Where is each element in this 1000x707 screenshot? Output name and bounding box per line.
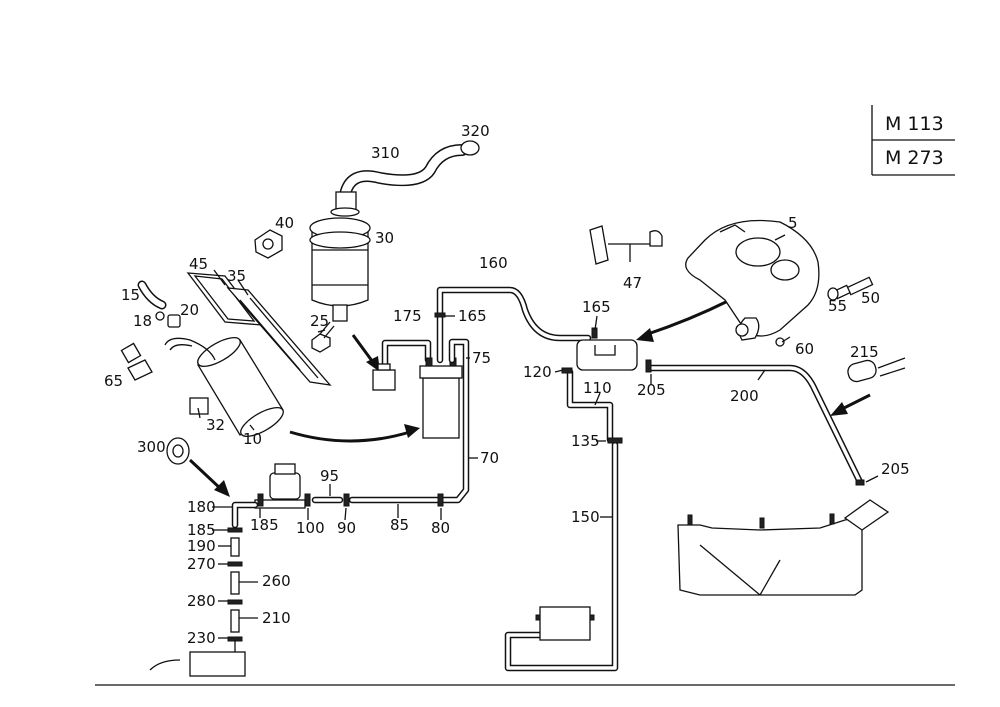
- clamp-205-tank: [855, 479, 865, 486]
- label-150: 150: [571, 508, 600, 526]
- clip-47: [589, 225, 663, 265]
- clip-40: [254, 229, 283, 259]
- label-175: 175: [393, 307, 422, 325]
- hose-end-320: [460, 140, 480, 156]
- label-40: 40: [275, 214, 294, 232]
- pipe-160: [434, 286, 592, 364]
- label-260: 260: [262, 572, 291, 590]
- hose-190: [230, 537, 240, 557]
- fuel-pump-10: [164, 337, 284, 437]
- hose-210: [230, 609, 240, 633]
- seal-20: [167, 314, 181, 328]
- label-215: 215: [850, 343, 879, 361]
- label-55: 55: [828, 297, 847, 315]
- label-50: 50: [861, 289, 880, 307]
- label-47: 47: [623, 274, 642, 292]
- label-35: 35: [227, 267, 246, 285]
- hose-15: [137, 280, 167, 310]
- label-30: 30: [375, 229, 394, 247]
- carbon-canister: [535, 606, 595, 641]
- grommet-300: [166, 437, 190, 465]
- canister-70: [419, 357, 463, 439]
- clamp-270: [227, 561, 243, 567]
- pipe-85: [343, 493, 444, 507]
- label-85: 85: [390, 516, 409, 534]
- pressure-valve-175: [372, 339, 432, 391]
- connector-65: [120, 342, 153, 381]
- label-185-left: 185: [187, 521, 216, 539]
- label-100: 100: [296, 519, 325, 537]
- screw-25: [311, 321, 335, 353]
- label-110: 110: [583, 379, 612, 397]
- pipe-200: [645, 359, 864, 486]
- leader-lines: [197, 234, 879, 639]
- label-185-right: 185: [250, 516, 279, 534]
- model-code-2: M 273: [885, 147, 944, 169]
- label-95: 95: [320, 467, 339, 485]
- pipe-95: [304, 493, 344, 507]
- fuel-rail: [149, 640, 246, 677]
- label-80: 80: [431, 519, 450, 537]
- hose-260: [230, 571, 240, 595]
- label-205-tank: 205: [881, 460, 910, 478]
- purge-valve: [576, 327, 638, 371]
- pressure-regulator: [254, 463, 306, 509]
- label-160: 160: [479, 254, 508, 272]
- bracket-35: [226, 287, 332, 386]
- label-10: 10: [243, 430, 262, 448]
- label-320: 320: [461, 122, 490, 140]
- label-230: 230: [187, 629, 216, 647]
- label-135: 135: [571, 432, 600, 450]
- fuel-filter-30: [309, 191, 371, 322]
- model-code-1: M 113: [885, 113, 944, 135]
- label-165-left: 165: [458, 307, 487, 325]
- label-70: 70: [480, 449, 499, 467]
- seal-60: [775, 337, 785, 347]
- pipe-75: [436, 338, 470, 504]
- label-5: 5: [788, 214, 798, 232]
- clamp-18: [155, 311, 165, 321]
- model-box: M 113 M 273: [871, 105, 955, 176]
- clamp-280: [227, 599, 243, 605]
- label-200: 200: [730, 387, 759, 405]
- label-25: 25: [310, 312, 329, 330]
- label-300: 300: [137, 438, 166, 456]
- intake-manifold-5: [685, 219, 820, 341]
- label-310: 310: [371, 144, 400, 162]
- label-270: 270: [187, 555, 216, 573]
- washer-55: [827, 287, 839, 301]
- hose-215: [847, 357, 906, 383]
- hose-180: [231, 501, 259, 529]
- label-120: 120: [523, 363, 552, 381]
- label-90: 90: [337, 519, 356, 537]
- label-210: 210: [262, 609, 291, 627]
- label-45: 45: [189, 255, 208, 273]
- label-18: 18: [133, 312, 152, 330]
- label-205-top: 205: [637, 381, 666, 399]
- label-180: 180: [187, 498, 216, 516]
- clamp-185: [227, 527, 243, 533]
- label-15: 15: [121, 286, 140, 304]
- pipe-150: [504, 437, 623, 672]
- label-32: 32: [206, 416, 225, 434]
- label-165-top: 165: [582, 298, 611, 316]
- part-labels: 5 10 15 18 20 25 30 32 35 40 45 47 50 55…: [104, 122, 910, 647]
- label-75: 75: [472, 349, 491, 367]
- label-20: 20: [180, 301, 199, 319]
- vent-hose-310: [339, 140, 480, 201]
- label-65: 65: [104, 372, 123, 390]
- label-60: 60: [795, 340, 814, 358]
- fuel-tank: [677, 499, 890, 596]
- label-190: 190: [187, 537, 216, 555]
- pointer-arrows: [188, 298, 871, 497]
- label-280: 280: [187, 592, 216, 610]
